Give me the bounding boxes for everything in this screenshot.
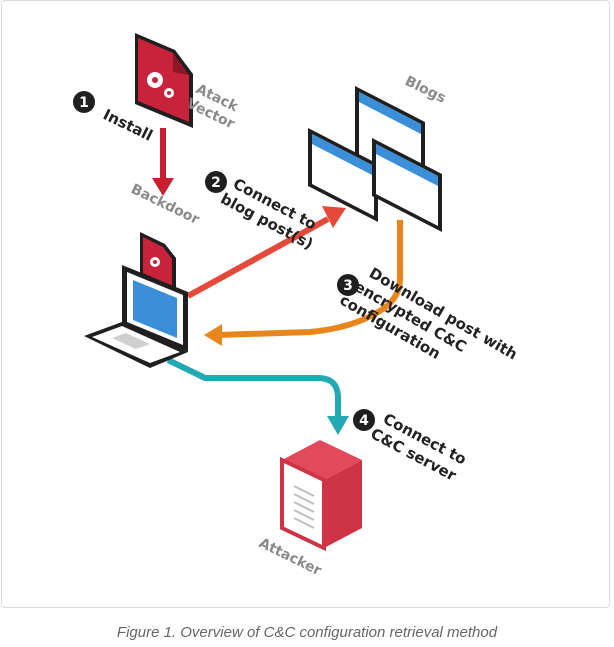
blog-window-right	[372, 138, 442, 232]
step-3-number: 3	[343, 278, 353, 294]
blog-window-left	[308, 128, 378, 222]
step-4-badge: 4	[353, 409, 375, 431]
attack-vector-label: Atack Vector	[184, 81, 241, 132]
blogs-label-text: Blogs	[402, 73, 448, 106]
step-3-text: Download post with encrypted C&C configu…	[337, 264, 521, 364]
step-4-text: Connect to C&C server	[368, 410, 470, 485]
arrow-connect-blog	[186, 206, 346, 299]
step-1-badge: 1	[73, 91, 95, 113]
step-3-badge: 3	[337, 274, 359, 296]
step-1-number: 1	[79, 95, 89, 111]
arrow-connect-cc	[166, 357, 349, 435]
step-4-number: 4	[359, 413, 369, 429]
arrow-download-post	[204, 220, 403, 346]
laptop-icon	[84, 265, 188, 368]
step-2-badge: 2	[205, 171, 227, 193]
attack-vector-file-icon	[135, 33, 193, 128]
attacker-server-icon	[280, 440, 362, 552]
step-2-number: 2	[211, 175, 221, 191]
arrow-install	[152, 128, 174, 196]
figure-caption: Figure 1. Overview of C&C configuration …	[116, 624, 498, 641]
step-1-text: Install	[100, 105, 155, 144]
blogs-label: Blogs	[402, 73, 448, 106]
step-1-line-1: Install	[100, 105, 155, 144]
